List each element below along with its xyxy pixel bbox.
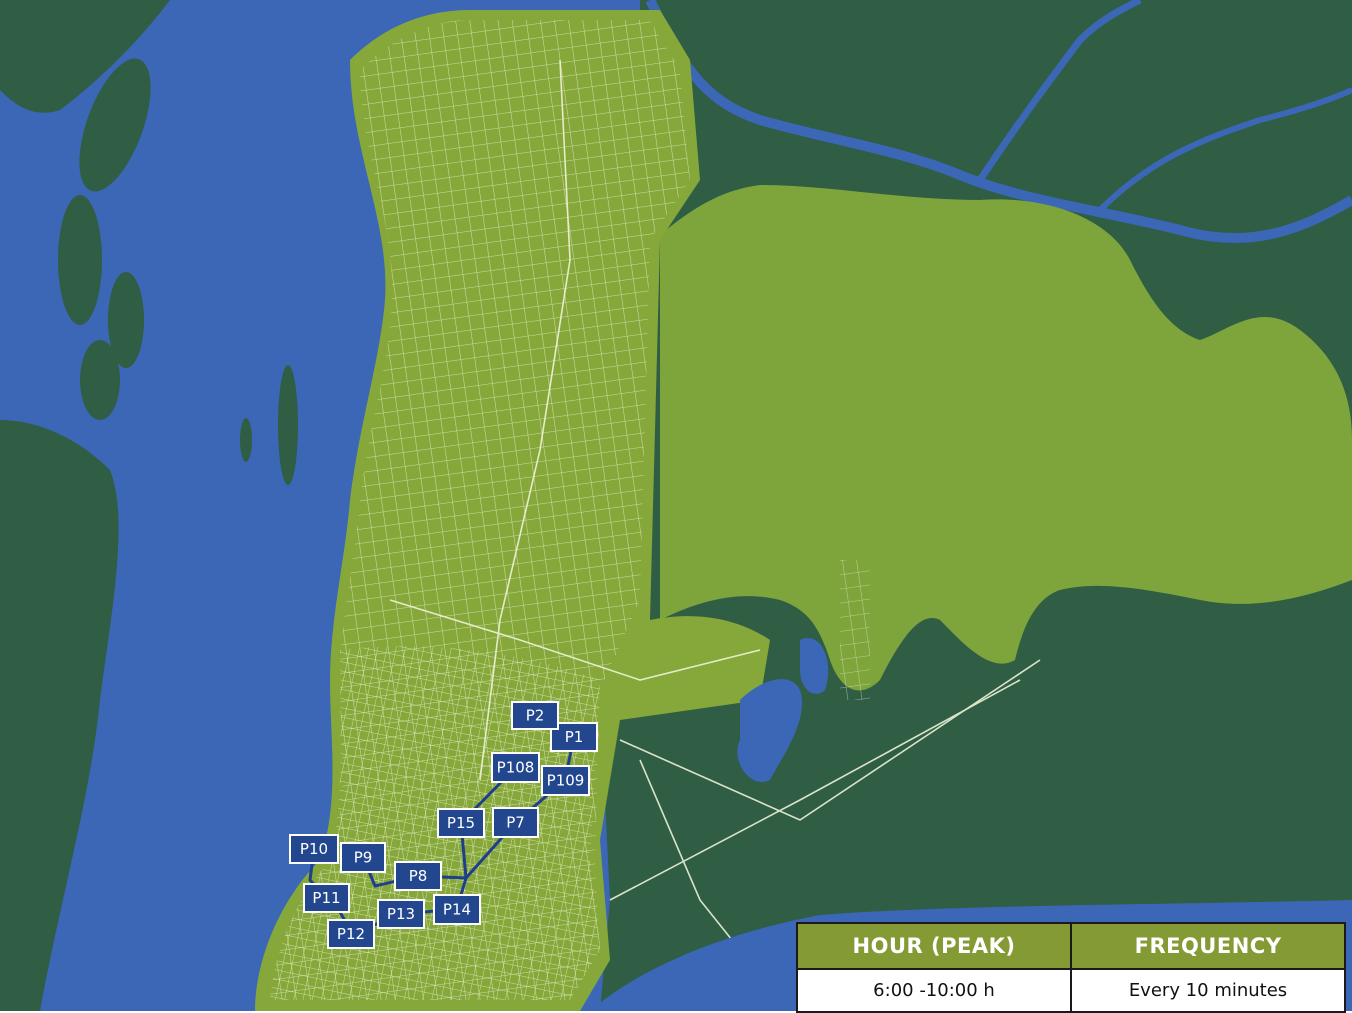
- stop-marker-box: [327, 919, 375, 949]
- stop-marker-box: [541, 765, 590, 796]
- schedule-table: HOUR (PEAK) FREQUENCY 6:00 -10:00 h Ever…: [796, 922, 1346, 1013]
- street-network-dense: [270, 646, 600, 1000]
- stop-marker-p11[interactable]: P11: [303, 883, 350, 913]
- stop-marker-box: [437, 808, 485, 838]
- stop-marker-box: [550, 722, 598, 752]
- river: [1097, 87, 1352, 213]
- stop-marker-p2[interactable]: P2: [511, 701, 559, 730]
- peak-hour-value: 6:00 -10:00 h: [796, 968, 1072, 1013]
- stop-marker-box: [394, 861, 442, 891]
- stop-marker-box: [377, 899, 425, 929]
- stop-label: P8: [409, 867, 428, 885]
- stop-marker-box: [491, 752, 540, 783]
- stop-marker-box: [303, 883, 350, 913]
- stop-label: P11: [312, 889, 340, 907]
- stop-marker-box: [289, 834, 339, 864]
- island: [108, 272, 144, 368]
- stop-marker-box: [511, 701, 559, 730]
- river: [977, 0, 1142, 182]
- hour-peak-header: HOUR (PEAK): [796, 922, 1072, 970]
- island: [58, 195, 102, 325]
- stop-marker-p15[interactable]: P15: [437, 808, 485, 838]
- stop-label: P15: [447, 814, 475, 832]
- table-row: 6:00 -10:00 h Every 10 minutes: [796, 968, 1346, 1013]
- stop-marker-p9[interactable]: P9: [340, 842, 386, 873]
- stop-label: P2: [526, 707, 545, 725]
- river: [645, 0, 1352, 244]
- stop-marker-p7[interactable]: P7: [492, 807, 539, 838]
- island: [278, 365, 298, 485]
- stop-marker-p109[interactable]: P109: [541, 765, 590, 796]
- stop-label: P14: [443, 901, 471, 919]
- green-peninsula: [660, 185, 1352, 691]
- stop-marker-p12[interactable]: P12: [327, 919, 375, 949]
- stop-label: P7: [506, 814, 525, 832]
- reservoir: [737, 679, 803, 782]
- stop-marker-p14[interactable]: P14: [433, 894, 481, 925]
- stop-marker-box: [492, 807, 539, 838]
- stop-label: P13: [387, 905, 415, 923]
- stop-marker-p13[interactable]: P13: [377, 899, 425, 929]
- island: [79, 58, 151, 192]
- stop-label: P9: [354, 849, 373, 867]
- island: [240, 418, 252, 462]
- frequency-value: Every 10 minutes: [1070, 968, 1346, 1013]
- stop-marker-box: [433, 894, 481, 925]
- stop-label: P109: [547, 772, 585, 790]
- street-network-suburb: [840, 560, 870, 700]
- stop-marker-p8[interactable]: P8: [394, 861, 442, 891]
- reservoir: [800, 638, 829, 694]
- stop-marker-p10[interactable]: P10: [289, 834, 339, 864]
- stop-label: P1: [565, 728, 584, 746]
- stop-label: P12: [337, 925, 365, 943]
- western-forest-top: [0, 0, 170, 113]
- stop-marker-p108[interactable]: P108: [491, 752, 540, 783]
- major-roads: [389, 59, 1041, 951]
- frequency-header: FREQUENCY: [1070, 922, 1346, 970]
- island: [80, 340, 120, 420]
- stop-marker-box: [340, 842, 386, 873]
- stop-marker-p1[interactable]: P1: [550, 722, 598, 752]
- western-forest: [0, 420, 119, 1011]
- schedule-table-header-row: HOUR (PEAK) FREQUENCY: [796, 922, 1346, 970]
- stop-label: P108: [497, 759, 535, 777]
- stop-label: P10: [300, 840, 328, 858]
